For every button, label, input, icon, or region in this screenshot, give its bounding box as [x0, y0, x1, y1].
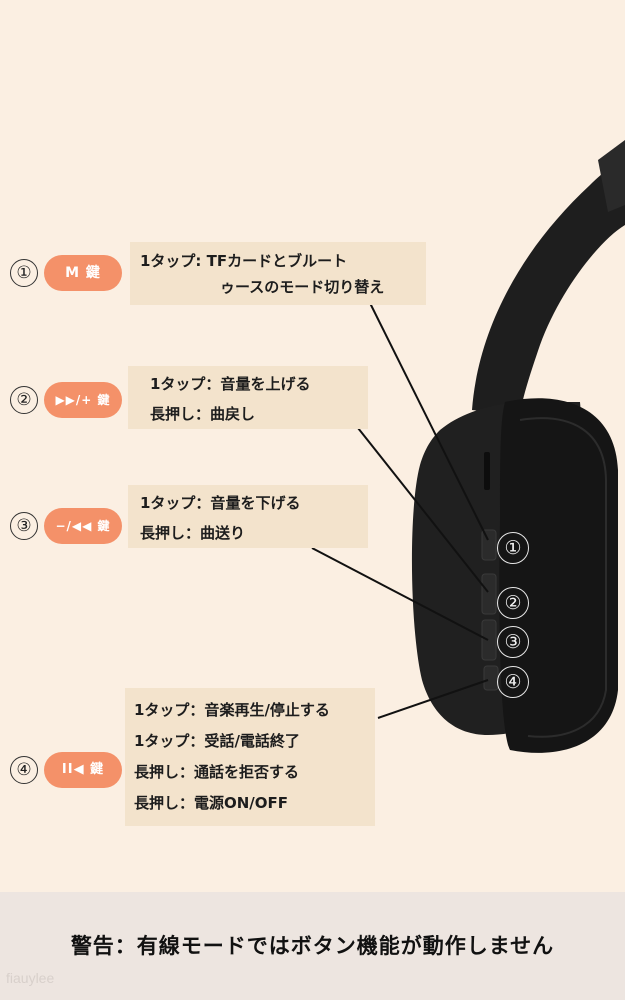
- row-4-line-4: 長押し：電源ON/OFF: [134, 794, 289, 812]
- ear-cushion: [499, 398, 618, 753]
- row-2-line-1: 1タップ：音量を上げる: [150, 375, 311, 393]
- cup-button-3: [481, 619, 497, 661]
- row-3-number: ③: [10, 512, 38, 540]
- leader-line-2: [357, 427, 489, 593]
- row-4-line-1: 1タップ：音楽再生/停止する: [134, 701, 330, 719]
- prev-volume-down-key-pill: −/◀◀ 鍵: [44, 508, 122, 544]
- row-1-line-1: 1タップ: TFカードとブルート: [140, 252, 348, 270]
- row-1-description: 1タップ: TFカードとブルート ゥースのモード切り替え: [130, 242, 426, 305]
- row-1-number: ①: [10, 259, 38, 287]
- cup-button-1: [481, 529, 497, 561]
- watermark-text: fiauylee: [6, 970, 55, 986]
- cup-button-2: [481, 573, 497, 615]
- leader-line-3: [311, 547, 489, 641]
- cup-button-4: [483, 665, 499, 691]
- row-2-number: ②: [10, 386, 38, 414]
- row-2-line-2: 長押し：曲戻し: [150, 405, 256, 423]
- headphone-number-4: ④: [497, 666, 529, 698]
- row-4-line-3: 長押し：通話を拒否する: [134, 763, 300, 781]
- headband: [472, 155, 625, 415]
- row-4-line-2: 1タップ：受話/電話終了: [134, 732, 300, 750]
- row-3-description: 1タップ：音量を下げる 長押し：曲送り: [128, 485, 368, 548]
- leader-line-4: [377, 679, 489, 719]
- headphone-number-3: ③: [497, 626, 529, 658]
- row-4-number: ④: [10, 756, 38, 784]
- wired-mode-warning: 警告：有線モードではボタン機能が動作しません: [70, 934, 555, 958]
- row-4-description: 1タップ：音楽再生/停止する 1タップ：受話/電話終了 長押し：通話を拒否する …: [125, 688, 375, 826]
- footer-band: [0, 892, 625, 1000]
- row-1-line-2: ゥースのモード切り替え: [220, 278, 385, 296]
- m-key-pill: M 鍵: [44, 255, 122, 291]
- next-volume-up-key-pill: ▶▶/+ 鍵: [44, 382, 122, 418]
- leader-line-1: [369, 302, 489, 541]
- headphone-number-2: ②: [497, 587, 529, 619]
- row-2-description: 1タップ：音量を上げる 長押し：曲戻し: [128, 366, 368, 429]
- row-3-line-1: 1タップ：音量を下げる: [140, 494, 301, 512]
- play-pause-key-pill: II◀ 鍵: [44, 752, 122, 788]
- headband-joint: [598, 140, 625, 212]
- headphone-number-1: ①: [497, 532, 529, 564]
- row-3-line-2: 長押し：曲送り: [140, 524, 246, 542]
- tf-card-slot: [484, 452, 490, 490]
